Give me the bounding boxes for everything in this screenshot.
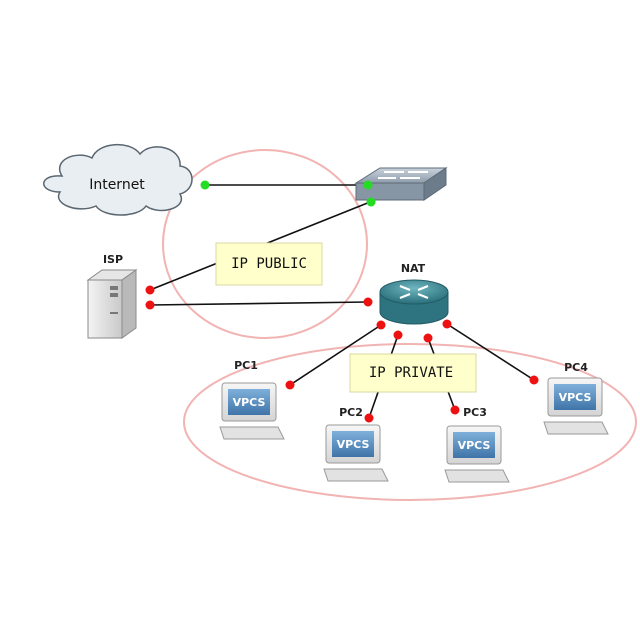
port-red <box>363 297 373 307</box>
pc2-label: PC2 <box>339 406 363 419</box>
port-green <box>366 197 376 207</box>
pc2-base <box>323 468 389 482</box>
port-red <box>393 330 403 340</box>
cloud-icon <box>43 143 193 216</box>
pc2-screen <box>332 431 374 457</box>
pc1-label: PC1 <box>234 359 258 372</box>
pc3[interactable]: PC3 VPCS <box>444 406 510 483</box>
pc4-screen <box>554 384 596 410</box>
pc3-label: PC3 <box>463 406 487 419</box>
pc1-screen <box>228 389 270 415</box>
port-red <box>285 380 295 390</box>
port-red <box>450 405 460 415</box>
port-red <box>423 333 433 343</box>
pc2[interactable]: PC2 VPCS <box>323 406 389 482</box>
ip-public-text: IP PUBLIC <box>231 256 307 272</box>
port-red <box>364 413 374 423</box>
ip-private-text: IP PRIVATE <box>369 365 453 381</box>
ip-private-box <box>349 353 477 393</box>
server-slot <box>110 312 118 314</box>
internet-cloud[interactable]: Internet <box>43 143 193 216</box>
public-zone-outline <box>162 149 368 339</box>
router-icon <box>379 279 449 305</box>
port-green <box>200 180 210 190</box>
pc1-screen-text: VPCS <box>233 396 266 409</box>
switch-device[interactable] <box>354 167 448 201</box>
pc4-base <box>543 421 609 435</box>
pc4[interactable]: PC4 VPCS <box>543 361 609 435</box>
port-red <box>145 285 155 295</box>
private-zone-outline <box>183 343 637 501</box>
link-isp-nat <box>149 301 369 306</box>
pc4-screen-text: VPCS <box>559 391 592 404</box>
port-red <box>529 375 539 385</box>
server-side <box>121 269 137 339</box>
server-slot <box>110 293 118 297</box>
port-green <box>363 180 373 190</box>
ip-public-note: IP PUBLIC <box>215 242 323 286</box>
link-nat-pc4 <box>446 323 535 381</box>
pc4-label: PC4 <box>564 361 588 374</box>
pc3-base <box>444 469 510 483</box>
pc1[interactable]: PC1 VPCS <box>219 359 285 440</box>
switch-arrows-icon <box>378 171 428 179</box>
port-red <box>145 300 155 310</box>
port-red <box>442 319 452 329</box>
link-nat-pc1 <box>289 324 382 386</box>
pc3-screen-text: VPCS <box>458 439 491 452</box>
pc2-screen-text: VPCS <box>337 438 370 451</box>
nat-router[interactable]: NAT <box>379 262 449 325</box>
pc1-base <box>219 426 285 440</box>
ports <box>145 180 539 423</box>
router-arrows-icon <box>399 284 429 300</box>
switch-side <box>423 167 447 201</box>
internet-label: Internet <box>89 177 145 193</box>
isp-label: ISP <box>103 253 123 266</box>
isp-server[interactable]: ISP <box>86 253 138 339</box>
ip-public-box <box>215 242 323 286</box>
ip-private-note: IP PRIVATE <box>349 353 477 393</box>
port-red <box>376 320 386 330</box>
pc3-screen <box>453 432 495 458</box>
server-slot <box>110 286 118 290</box>
nat-label: NAT <box>401 262 426 275</box>
